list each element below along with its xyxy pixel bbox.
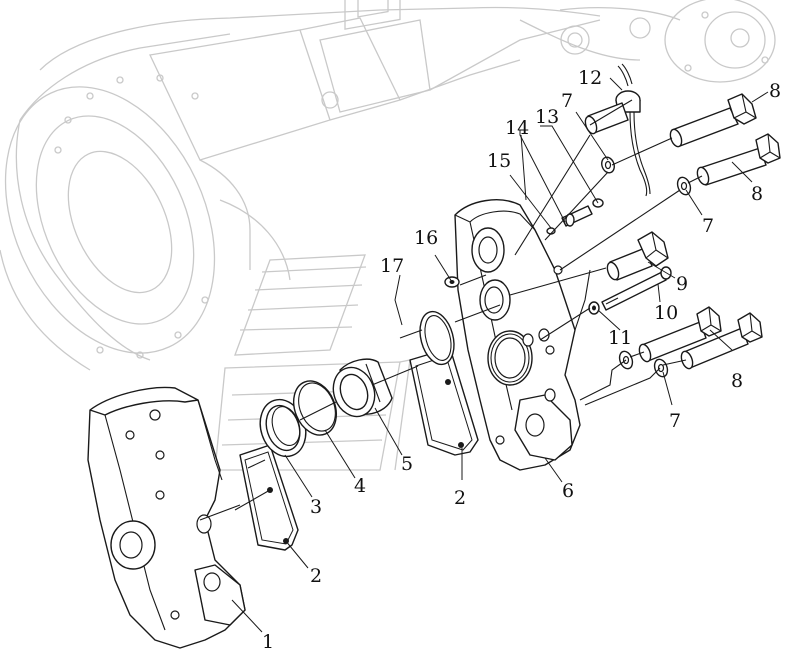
- callout-13: 13: [535, 106, 559, 128]
- callout-1: 1: [262, 631, 274, 653]
- part-2b-gasket-plate: [409, 347, 479, 456]
- part-6-bracket-housing: [454, 199, 591, 471]
- callout-14: 14: [505, 117, 529, 139]
- callout-labels: 1 2 2 3 4 5 6 7 7 7 8 8 8 9 10 11 12 13 …: [262, 67, 781, 653]
- callout-8a: 8: [769, 80, 781, 102]
- assembly-axis-lines: [199, 99, 703, 521]
- callout-11: 11: [608, 327, 632, 349]
- callout-2a: 2: [310, 565, 322, 587]
- callout-8c: 8: [731, 370, 743, 392]
- callout-2b: 2: [454, 487, 466, 509]
- callout-16: 16: [414, 227, 438, 249]
- part-7-washer-top: [601, 156, 615, 174]
- part-9-bolt: [606, 231, 669, 281]
- part-7-washer-lower-b: [653, 358, 669, 378]
- part-8d-bolt-lower: [680, 312, 763, 370]
- part-spacer-sleeve: [584, 102, 629, 135]
- part-5-bushing: [332, 358, 393, 418]
- part-11-washer: [588, 301, 600, 315]
- part-12-tube: [615, 63, 651, 197]
- callout-7c: 7: [669, 410, 681, 432]
- callout-leaders: [231, 77, 769, 633]
- part-7-washer-mid: [676, 176, 692, 196]
- callout-9: 9: [676, 273, 688, 295]
- part-4-o-ring: [292, 380, 338, 436]
- callout-4: 4: [354, 475, 366, 497]
- part-8b-bolt: [696, 133, 781, 186]
- part-3-seal-ring: [259, 398, 307, 458]
- part-8c-bolt-upper: [638, 306, 722, 363]
- part-2a-gasket-plate: [234, 444, 299, 551]
- callout-7b: 7: [702, 215, 714, 237]
- callout-10: 10: [654, 302, 678, 324]
- callout-6: 6: [562, 480, 574, 502]
- callout-3: 3: [310, 496, 322, 518]
- part-17-o-ring: [419, 310, 455, 366]
- callout-7a: 7: [561, 90, 573, 112]
- callout-12: 12: [578, 67, 602, 89]
- part-8a-bolt: [669, 93, 757, 148]
- callout-8b: 8: [751, 183, 763, 205]
- part-1-bracket-housing: [87, 386, 246, 649]
- background-frame: [0, 0, 776, 471]
- callout-15: 15: [487, 150, 511, 172]
- callout-5: 5: [401, 453, 413, 475]
- callout-17: 17: [380, 255, 404, 277]
